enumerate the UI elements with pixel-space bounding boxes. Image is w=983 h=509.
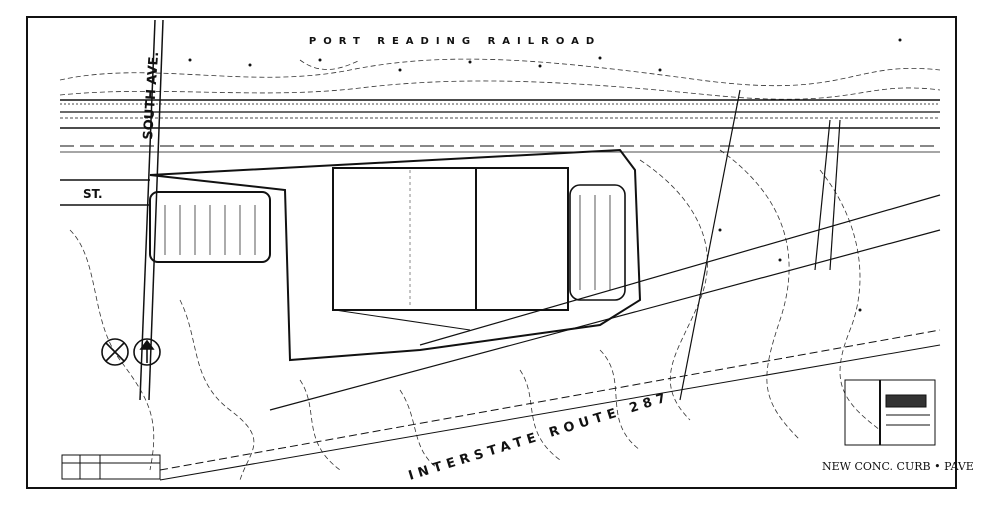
parking-lot-west	[149, 191, 271, 263]
north-arrow-icon	[101, 338, 129, 366]
interstate-highway	[159, 329, 941, 481]
avenue-label: SOUTH AVE.	[141, 51, 162, 140]
curb-pavement-detail	[844, 379, 936, 446]
railroad-corridor	[60, 99, 940, 153]
building-main	[332, 167, 477, 311]
detail-note: NEW CONC. CURB • PAVE	[822, 460, 974, 473]
side-street-road	[60, 179, 150, 206]
site-boundary	[149, 148, 642, 362]
loading-area-east	[569, 184, 626, 301]
building-east	[475, 167, 569, 311]
drawing-border	[26, 16, 957, 489]
survey-markers	[188, 38, 902, 312]
interstate-label: INTERSTATE ROUTE 287	[407, 390, 673, 484]
property-lines	[269, 89, 941, 411]
contour-lines	[59, 58, 941, 481]
street-label: ST.	[83, 187, 103, 201]
scale-bar	[61, 454, 161, 480]
north-arrow-icon-2	[133, 338, 161, 366]
south-avenue-road	[139, 19, 164, 401]
railroad-label: PORT READING RAILROAD	[309, 36, 601, 47]
